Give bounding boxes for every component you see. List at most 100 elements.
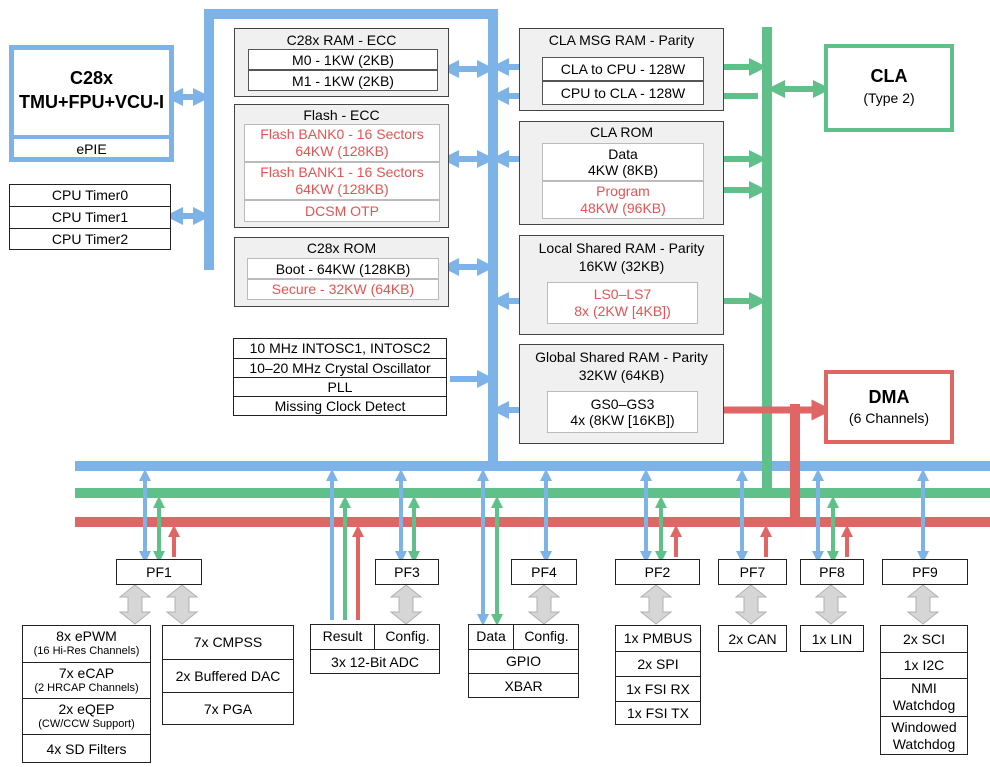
cla-subtitle: (Type 2)	[863, 90, 915, 106]
cla-rom-data-label: Data	[608, 146, 638, 162]
c28x-rom-block: C28x ROM Boot - 64KW (128KB) Secure - 32…	[234, 237, 449, 307]
ls-size: 8x (2KW [4KB])	[574, 303, 671, 319]
cla-rom-program-label: Program	[596, 183, 650, 199]
gs-ram-block: Global Shared RAM - Parity 32KW (64KB) G…	[519, 344, 724, 444]
pf1-peripherals: 8x ePWM (16 Hi-Res Channels) 7x eCAP (2 …	[22, 625, 151, 763]
cpu-block: C28x TMU+FPU+VCU-I ePIE	[9, 45, 174, 162]
flash-bank0-line2: 64KW (128KB)	[295, 143, 389, 159]
adc-name: 3x 12-Bit ADC	[311, 649, 439, 674]
adc-config: Config.	[385, 628, 430, 644]
nmi-line2: Watchdog	[892, 697, 956, 713]
flash-bank0: Flash BANK0 - 16 Sectors 64KW (128KB)	[244, 124, 440, 162]
pll: PLL	[234, 377, 446, 396]
pf7-box: PF7	[718, 559, 787, 585]
cpu-subtitle: TMU+FPU+VCU-I	[18, 92, 164, 112]
blue-bus	[75, 9, 990, 471]
cla-msg-title: CLA MSG RAM - Parity	[548, 32, 695, 48]
lin-box: 1x LIN	[800, 625, 864, 652]
cla-rom-data-size: 4KW (8KB)	[587, 162, 658, 178]
crystal-oscillator: 10–20 MHz Crystal Oscillator	[234, 358, 446, 377]
fsi-tx: 1x FSI TX	[616, 701, 700, 725]
m1-ram: M1 - 1KW (2KB)	[248, 70, 438, 91]
nmi-line1: NMI	[911, 680, 937, 696]
can-box: 2x CAN	[718, 625, 787, 652]
clock-block: 10 MHz INTOSC1, INTOSC2 10–20 MHz Crysta…	[233, 338, 447, 416]
wwd-line1: Windowed	[891, 719, 957, 735]
pf9-peripherals: 2x SCI 1x I2C NMI Watchdog Windowed Watc…	[880, 625, 968, 755]
missing-clock-detect: Missing Clock Detect	[234, 396, 446, 416]
eqep-note: (CW/CCW Support)	[38, 718, 135, 730]
pf2-peripherals: 1x PMBUS 2x SPI 1x FSI RX 1x FSI TX	[615, 625, 701, 725]
xbar-label: XBAR	[469, 673, 578, 698]
secure-rom: Secure - 32KW (64KB)	[247, 279, 439, 300]
dma-subtitle: (6 Channels)	[848, 410, 930, 426]
flash-title: Flash - ECC	[303, 107, 380, 123]
gpio-data: Data	[469, 625, 514, 649]
epie-label: ePIE	[14, 135, 169, 160]
gs-size: 4x (8KW [16KB])	[570, 412, 675, 428]
red-dma-drop	[790, 404, 800, 522]
ecap-label: 7x eCAP	[58, 665, 115, 681]
cla-rom-block: CLA ROM Data 4KW (8KB) Program 48KW (96K…	[519, 121, 724, 225]
cpu-title: C28x	[69, 68, 114, 88]
c28x-rom-title: C28x ROM	[306, 240, 377, 256]
cla-rom-data: Data 4KW (8KB)	[542, 143, 704, 181]
gpio-label: GPIO	[469, 649, 578, 673]
flash-bank1: Flash BANK1 - 16 Sectors 64KW (128KB)	[244, 162, 440, 200]
ls0-ls7: LS0–LS7 8x (2KW [4KB])	[547, 282, 698, 324]
nmi-watchdog: NMI Watchdog	[881, 678, 967, 716]
boot-rom: Boot - 64KW (128KB)	[247, 258, 439, 279]
cla-title: CLA	[870, 66, 908, 86]
epwm: 8x ePWM (16 Hi-Res Channels)	[23, 626, 150, 662]
pmbus: 1x PMBUS	[623, 630, 693, 646]
cpu-timers: CPU Timer0 CPU Timer1 CPU Timer2	[9, 184, 171, 250]
gpio-config: Config.	[524, 628, 569, 644]
pf8-box: PF8	[800, 559, 864, 585]
green-bus	[75, 488, 990, 498]
flash-bank1-line1: Flash BANK1 - 16 Sectors	[260, 164, 424, 180]
timer2: CPU Timer2	[10, 228, 170, 250]
epwm-note: (16 Hi-Res Channels)	[33, 645, 140, 657]
adc-block: Result Config. 3x 12-Bit ADC	[310, 624, 440, 674]
pf3-box: PF3	[375, 559, 439, 585]
wwd-line2: Watchdog	[892, 736, 956, 752]
pf2-box: PF2	[615, 559, 700, 585]
cla-rom-program: Program 48KW (96KB)	[542, 181, 704, 219]
epwm-label: 8x ePWM	[56, 628, 117, 644]
analog-peripherals: 7x CMPSS 2x Buffered DAC 7x PGA	[162, 625, 294, 725]
cla-rom-program-size: 48KW (96KB)	[580, 200, 666, 216]
gs0-gs3: GS0–GS3 4x (8KW [16KB])	[547, 391, 698, 433]
flash-block: Flash - ECC Flash BANK0 - 16 Sectors 64K…	[234, 104, 449, 228]
sd-filters: 4x SD Filters	[23, 734, 150, 763]
fsi-rx: 1x FSI RX	[616, 676, 700, 701]
cla-rom-title: CLA ROM	[589, 124, 653, 140]
ls-ram-title: Local Shared RAM - Parity	[538, 240, 705, 256]
cla-msg-ram-block: CLA MSG RAM - Parity CLA to CPU - 128W C…	[519, 28, 724, 111]
intosc: 10 MHz INTOSC1, INTOSC2	[249, 340, 431, 356]
buffered-dac: 2x Buffered DAC	[163, 659, 293, 692]
flash-bank0-line1: Flash BANK0 - 16 Sectors	[260, 126, 424, 142]
ls-ram-size: 16KW (32KB)	[578, 258, 665, 274]
m0-ram: M0 - 1KW (2KB)	[248, 49, 438, 70]
ecap: 7x eCAP (2 HRCAP Channels)	[23, 662, 150, 698]
gs-range: GS0–GS3	[590, 396, 655, 412]
timer1: CPU Timer1	[10, 206, 170, 228]
spi: 2x SPI	[616, 651, 700, 676]
cla-to-cpu: CLA to CPU - 128W	[542, 57, 704, 81]
pf1-box: PF1	[116, 559, 202, 585]
cpu-to-cla: CPU to CLA - 128W	[542, 81, 704, 105]
ecap-note: (2 HRCAP Channels)	[34, 682, 139, 694]
eqep-label: 2x eQEP	[58, 701, 115, 717]
ls-range: LS0–LS7	[593, 286, 652, 302]
ls-ram-block: Local Shared RAM - Parity 16KW (32KB) LS…	[519, 235, 724, 335]
red-bus	[75, 517, 990, 527]
windowed-watchdog: Windowed Watchdog	[881, 716, 967, 755]
pga: 7x PGA	[163, 692, 293, 725]
sci: 2x SCI	[902, 631, 945, 647]
cla-block: CLA (Type 2)	[824, 44, 954, 132]
timer0: CPU Timer0	[51, 187, 129, 203]
dcsm-otp: DCSM OTP	[244, 200, 440, 222]
c28x-ram-block: C28x RAM - ECC M0 - 1KW (2KB) M1 - 1KW (…	[234, 28, 449, 97]
peripheral-bus-drops	[139, 469, 929, 626]
